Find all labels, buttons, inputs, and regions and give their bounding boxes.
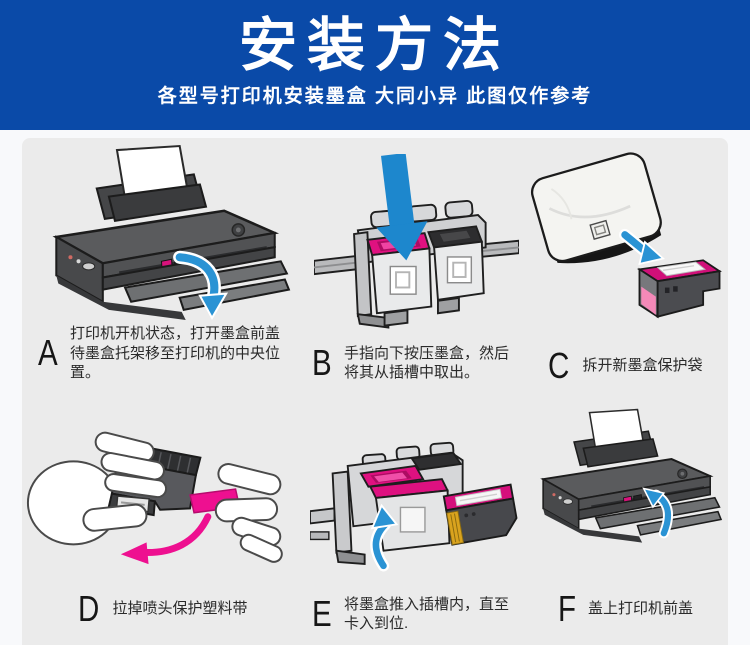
step-d-illustration — [26, 431, 283, 565]
step-c: C 拆开新墨盒保护袋 — [523, 138, 728, 390]
caption-line: 待墨盒托架移至打印机的中央位置。 — [70, 344, 281, 381]
caption-line: 打印机开机状态，打开墨盒前盖 — [70, 325, 281, 343]
step-c-illustration — [530, 152, 722, 319]
blue-arrow-down-right-icon — [618, 228, 666, 266]
step-d-caption: D 拉掉喷头保护塑料带 — [22, 587, 304, 629]
step-f-illustration — [542, 408, 723, 544]
header-banner: 安装方法 各型号打印机安装墨盒 大同小异 此图仅作参考 — [0, 0, 750, 130]
step-a-illustration — [52, 144, 291, 321]
step-c-caption: C 拆开新墨盒保护袋 — [523, 344, 728, 386]
blue-curved-arrow-down-icon — [173, 250, 229, 321]
page-title: 安装方法 — [238, 13, 511, 78]
step-a-caption: A 打印机开机状态，打开墨盒前盖 待墨盒托架移至打印机的中央位置。 — [22, 324, 304, 382]
step-b-illustration — [314, 154, 519, 329]
printer-icon — [52, 144, 291, 320]
caption-line: 手指向下按压墨盒，然后 — [344, 344, 510, 362]
step-letter: B — [312, 341, 332, 383]
new-cartridge-icon — [636, 259, 722, 319]
blue-curved-arrow-up-icon — [370, 503, 399, 572]
step-letter: D — [78, 587, 100, 629]
caption-line: 将墨盒推入插槽内，直至 — [344, 595, 510, 613]
caption-line: 拉掉喷头保护塑料带 — [112, 600, 248, 618]
right-hand-icon — [214, 463, 283, 563]
blue-curved-arrow-up-icon — [642, 487, 674, 539]
step-f-caption: F 盖上打印机前盖 — [523, 587, 728, 629]
caption-line: 拆开新墨盒保护袋 — [582, 357, 703, 375]
step-b: B 手指向下按压墨盒，然后 将其从插槽中取出。 — [304, 138, 523, 390]
caption-line: 卡入到位. — [344, 614, 409, 632]
step-d: D 拉掉喷头保护塑料带 — [22, 390, 304, 645]
page-subtitle: 各型号打印机安装墨盒 大同小异 此图仅作参考 — [157, 85, 593, 107]
caption-line: 将其从插槽中取出。 — [344, 363, 480, 381]
step-e: E 将墨盒推入插槽内，直至 卡入到位. — [304, 390, 523, 645]
step-b-caption: B 手指向下按压墨盒，然后 将其从插槽中取出。 — [304, 344, 523, 382]
step-letter: A — [38, 332, 58, 374]
step-letter: F — [557, 587, 577, 629]
step-a: A 打印机开机状态，打开墨盒前盖 待墨盒托架移至打印机的中央位置。 — [22, 138, 304, 390]
blue-big-arrow-down-icon — [376, 154, 428, 261]
steps-panel: A 打印机开机状态，打开墨盒前盖 待墨盒托架移至打印机的中央位置。 — [22, 138, 728, 645]
step-letter: C — [548, 344, 570, 386]
left-hand-fingers-icon — [82, 431, 168, 532]
step-e-caption: E 将墨盒推入插槽内，直至 卡入到位. — [304, 595, 523, 633]
caption-line: 盖上打印机前盖 — [587, 600, 693, 618]
inserting-cartridge-icon — [442, 483, 518, 546]
carriage-insert-icon — [310, 441, 464, 565]
step-e-illustration — [310, 441, 518, 572]
step-f: F 盖上打印机前盖 — [523, 390, 728, 645]
pink-curved-arrow-icon — [120, 513, 212, 565]
step-letter: E — [312, 592, 332, 634]
left-hand-icon — [26, 460, 120, 546]
cartridge-carriage-icon — [314, 199, 519, 329]
